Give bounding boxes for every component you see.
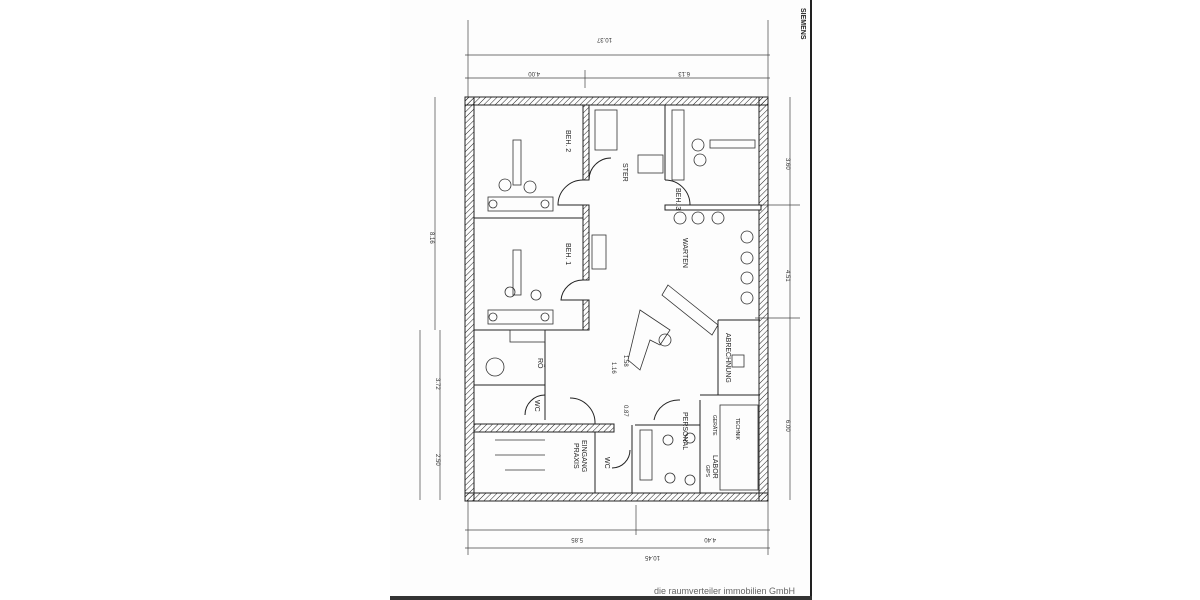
room-label: ABRECHNUNG [724, 333, 731, 383]
room-label: WARTEN [681, 238, 688, 268]
dimension-label: 10.45 [644, 554, 660, 560]
dimension-label: 1.58 [622, 355, 628, 367]
dimension-label: 4.51 [784, 270, 790, 282]
dimension-label: 10.37 [596, 36, 612, 42]
dimension-label: 4.40 [704, 536, 716, 542]
dimension-lines [419, 20, 800, 555]
dimension-label: 6.00 [784, 420, 790, 432]
dimension-label: 6.13 [678, 70, 690, 76]
dimension-label: 3.60 [784, 158, 790, 170]
dimension-label: 4.00 [528, 70, 540, 76]
watermark: die raumverteiler immobilien GmbH [654, 586, 796, 596]
room-label: BEH. 2 [564, 130, 571, 152]
bottom-border [390, 596, 812, 600]
room-label: EINGANG [580, 440, 587, 472]
room-label: GIPS [704, 465, 710, 478]
room-label: GERÄTE [711, 415, 718, 436]
room-label: PERSONAL [681, 412, 688, 450]
room-label: LABOR [711, 455, 718, 479]
interior-walls [474, 105, 760, 493]
stamp-text: SIEMENS [799, 8, 806, 40]
walls [464, 96, 769, 502]
room-label: PRAXIS [572, 443, 579, 469]
dimension-label: 3.72 [434, 378, 440, 390]
room-label: WC [533, 400, 540, 412]
room-label: WC [603, 457, 610, 469]
dimension-label: 0.87 [622, 405, 628, 417]
dimension-label: 1.16 [610, 362, 616, 374]
room-label: TECHNIK [734, 418, 740, 441]
dimension-label: 5.85 [571, 536, 583, 542]
room-label: STER [621, 163, 628, 182]
room-label: RÖ [536, 358, 544, 369]
dimension-label: 8.16 [428, 232, 434, 244]
room-label: BEH. 3 [674, 188, 681, 210]
room-labels: BEH. 2 BEH. 1 BEH. 3 STER WARTEN ABRECHN… [533, 130, 740, 479]
dimension-labels: 10.37 4.00 6.13 8.16 3.72 2.50 3.60 4.51… [428, 8, 806, 560]
room-label: BEH. 1 [564, 243, 571, 265]
dimension-label: 2.50 [434, 454, 440, 466]
furniture [485, 109, 759, 491]
